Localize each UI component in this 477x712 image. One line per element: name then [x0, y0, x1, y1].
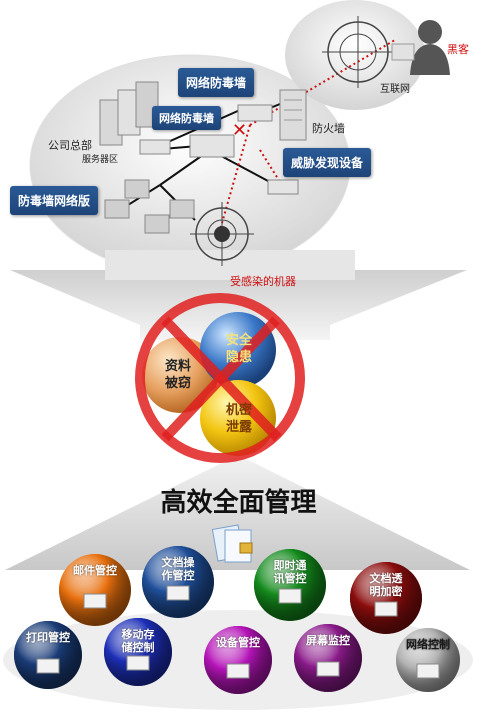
- module-icon-mobile: [126, 655, 150, 671]
- module-label-mobile: 移动存 储控制: [121, 628, 155, 654]
- risk-security-risk-text: 安全 隐患: [226, 333, 253, 365]
- tag-antivirus-network: 防毒墙网络版: [10, 186, 99, 215]
- module-icon-doc-op: [166, 585, 190, 601]
- module-icon-print: [36, 658, 60, 674]
- firewall-label: 防火墙: [312, 122, 345, 135]
- documents-icon: [211, 524, 253, 563]
- management-pyramid: [5, 455, 470, 570]
- main-title: 高效全面管理: [160, 488, 317, 518]
- module-label-doc-op: 文档操 作管控: [161, 556, 195, 582]
- hq-label: 公司总部: [48, 139, 92, 152]
- module-ball-shade-mobile: [104, 618, 172, 686]
- module-ball-shade-email: [59, 554, 131, 626]
- virus-icon: [214, 226, 230, 242]
- tag-threat-discovery: 威胁发现设备: [283, 148, 372, 177]
- module-ball-shade-network: [396, 628, 460, 692]
- module-icon-doc-enc: [374, 601, 398, 617]
- module-label-network: 网络控制: [406, 638, 450, 651]
- internet-cloud: [285, 0, 425, 110]
- internet-label: 互联网: [380, 84, 410, 95]
- hacker-label: 黑客: [447, 43, 469, 56]
- hacker-icon: [391, 20, 450, 75]
- antivirus-appliance-icon-2: [139, 139, 171, 155]
- attack-paths: [219, 39, 396, 231]
- antivirus-appliance-icon: [237, 104, 273, 122]
- risk-secret-leak-text: 机密 泄露: [226, 403, 253, 435]
- prohibited-icon: [135, 293, 305, 463]
- module-ball-shade-print: [14, 621, 82, 689]
- module-ball-shade-im: [254, 549, 326, 621]
- module-label-screen: 屏幕监控: [306, 634, 350, 647]
- module-label-im: 即时通 讯管控: [273, 559, 307, 585]
- module-ball-shade-doc-op: [142, 546, 214, 618]
- module-label-email: 邮件管控: [73, 564, 117, 577]
- risk-sphere-secret-leak: [200, 380, 276, 456]
- infected-machine-label: 受感染的机器: [230, 275, 296, 288]
- module-icon-device: [226, 663, 250, 679]
- funnel-neck: [105, 250, 355, 280]
- module-label-doc-enc: 文档透 明加密: [369, 572, 403, 598]
- switch-icon: [189, 134, 235, 158]
- module-ball-shade-screen: [294, 624, 362, 692]
- target-crosshair-internet: [322, 16, 394, 88]
- threat-device-icon: [267, 179, 299, 195]
- module-label-print: 打印管控: [26, 631, 70, 644]
- client-pc-icons: [104, 179, 195, 234]
- module-icon-email: [83, 593, 107, 609]
- module-icon-network: [416, 663, 440, 679]
- module-label-device: 设备管控: [216, 636, 260, 649]
- server-zone-label: 服务器区: [82, 155, 119, 165]
- module-ball-shade-doc-enc: [350, 562, 422, 634]
- risk-data-stolen-text: 资料 被窃: [165, 359, 192, 391]
- tag-antivirus-gateway-mid: 网络防毒墙: [152, 106, 221, 130]
- block-x-icon: ✕: [232, 120, 247, 141]
- module-icon-im: [278, 588, 302, 604]
- module-icon-screen: [316, 661, 340, 677]
- risk-sphere-security-risk: [200, 312, 276, 388]
- module-ball-shade-device: [204, 626, 272, 694]
- tag-antivirus-gateway-top: 网络防毒墙: [178, 68, 255, 97]
- firewall-icon: [279, 89, 307, 141]
